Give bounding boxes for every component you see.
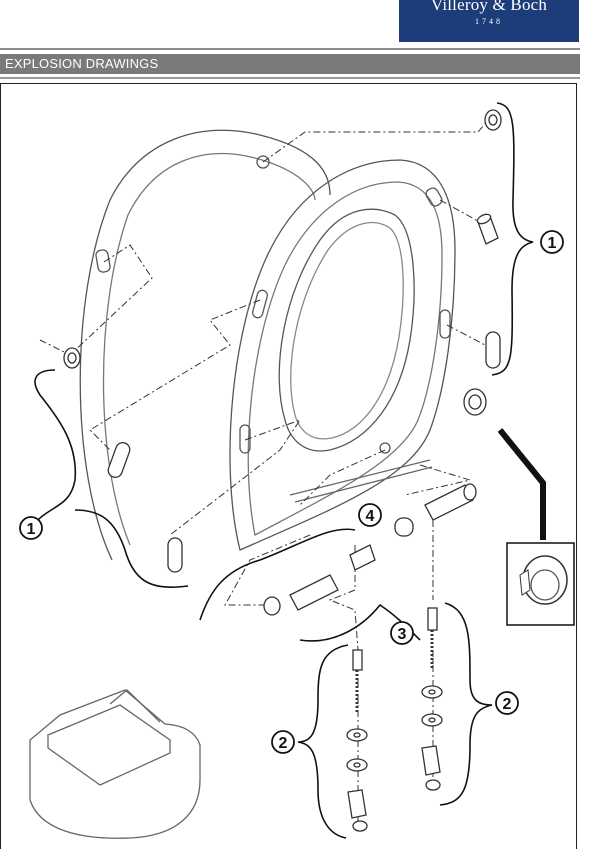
section-rule [0,77,580,79]
toilet-thumbnail [29,689,201,839]
svg-text:2: 2 [279,735,288,752]
seat-lid-outline [79,129,331,561]
svg-text:1: 1 [548,235,557,252]
buffer-3 [485,331,501,369]
detail-inset [497,428,575,626]
svg-text:1: 1 [27,521,36,538]
hinge-cylinder-left [289,574,339,611]
spacer-4 [394,517,414,537]
seat-opening [278,208,415,452]
svg-text:4: 4 [366,508,375,525]
bolt-left [352,649,363,671]
callout-1-left: 1 [19,516,43,540]
svg-text:3: 3 [398,626,407,643]
callout-4: 4 [358,503,382,527]
brand-logo: Villeroy & Boch 1748 [399,0,579,42]
callout-2-left: 2 [271,730,295,754]
header-rule [0,48,580,50]
section-title: EXPLOSION DRAWINGS [0,54,580,74]
drawing-frame [0,83,577,849]
logo-brand-name: Villeroy & Boch [430,0,548,14]
logo-year: 1748 [475,17,503,26]
seat-ring-outline [229,159,456,551]
callout-3: 3 [390,621,414,645]
bolt-right [427,607,438,631]
callout-1-top: 1 [540,230,564,254]
svg-text:2: 2 [503,696,512,713]
callout-2-right: 2 [495,691,519,715]
hinge-cylinder-right [424,484,474,521]
